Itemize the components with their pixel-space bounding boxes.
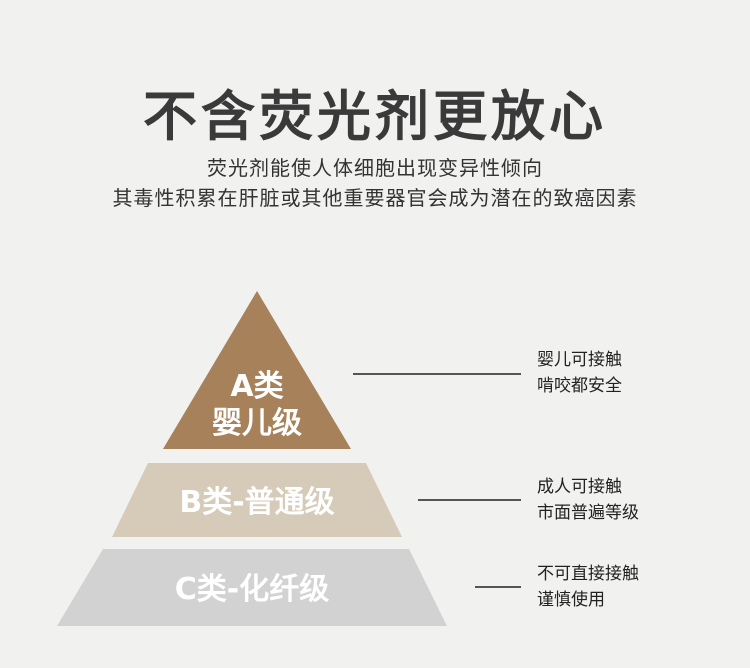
- tier-b-shape: [112, 463, 402, 537]
- tier-a-shape: [163, 291, 351, 449]
- tier-a-note-line2: 啃咬都安全: [537, 376, 622, 396]
- tier-a-label-line2: 婴儿级: [212, 406, 302, 441]
- tier-c-shape: [57, 549, 447, 626]
- tier-a-connector: [353, 373, 521, 375]
- tier-c-label: C类-化纤级: [175, 572, 329, 607]
- tier-c-note-line2: 谨慎使用: [537, 590, 605, 610]
- tier-a-label-line1: A类: [230, 369, 283, 404]
- tier-b-note-line1: 成人可接触: [537, 477, 622, 497]
- tier-b-note-line2: 市面普遍等级: [537, 503, 639, 523]
- tier-c-note-line1: 不可直接接触: [537, 564, 639, 584]
- tier-b-label: B类-普通级: [179, 485, 334, 520]
- tier-a-note: 婴儿可接触 啃咬都安全: [537, 347, 622, 399]
- subtitle-line-1: 荧光剂能使人体细胞出现变异性倾向: [207, 156, 543, 180]
- tier-c-note: 不可直接接触 谨慎使用: [537, 561, 639, 613]
- tier-c-connector: [475, 586, 521, 588]
- tier-a-note-line1: 婴儿可接触: [537, 350, 622, 370]
- page-title: 不含荧光剂更放心: [143, 85, 607, 148]
- tier-b-note: 成人可接触 市面普遍等级: [537, 474, 639, 526]
- tier-b-connector: [418, 499, 521, 501]
- subtitle-line-2: 其毒性积累在肝脏或其他重要器官会成为潜在的致癌因素: [112, 186, 638, 210]
